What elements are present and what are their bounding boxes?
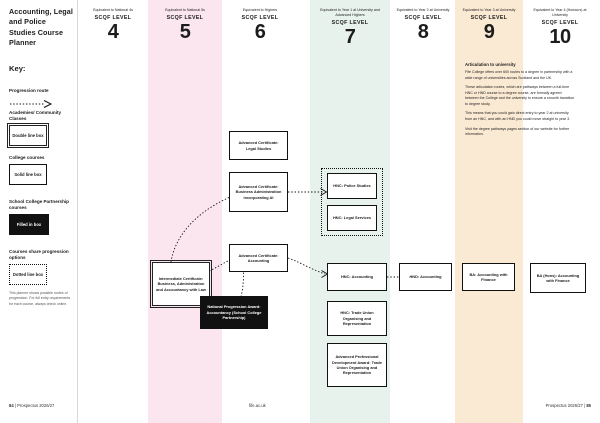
column-level-number: 6 bbox=[254, 21, 266, 44]
course-node-npa-accountancy[interactable]: National Progression Award: Accountancy … bbox=[200, 296, 268, 329]
key-item-label: Courses share progression options bbox=[9, 249, 69, 261]
key-item-label: Academies/ Community Classes bbox=[9, 110, 62, 122]
column-header-scqf-9: Equivalent to Year 3 at University SCQF … bbox=[459, 8, 519, 43]
key-item-college-courses: College courses Solid line box bbox=[9, 155, 73, 186]
progression-arrow-icon bbox=[9, 97, 73, 115]
footer-separator: | bbox=[584, 403, 586, 408]
column-level-label: SCQF LEVEL bbox=[166, 15, 204, 22]
articulation-paragraph-3: This means that you could gain direct en… bbox=[465, 111, 571, 121]
key-item-label: College courses bbox=[9, 155, 45, 160]
column-subtitle: Equivalent to Year 2 at University bbox=[396, 8, 450, 12]
key-swatch-dotted-box: Dotted line box bbox=[9, 264, 47, 286]
course-node-ba-accounting-with-finance[interactable]: BA: Accounting with Finance bbox=[462, 263, 515, 291]
course-node-advanced-certificate-legal-studies[interactable]: Advanced Certificate: Legal Studies bbox=[229, 131, 288, 160]
key-item-shared-progression: Courses share progression options Dotted… bbox=[9, 249, 73, 286]
footer-left-label: Prospectus 2026/27 bbox=[17, 403, 55, 408]
course-node-hnc-legal-services[interactable]: HNC: Legal Services bbox=[327, 205, 377, 231]
key-item-school-college-partnership: School College Partnership courses Fille… bbox=[9, 199, 73, 236]
column-level-number: 10 bbox=[549, 26, 571, 49]
course-node-ba-hons-accounting-with-finance[interactable]: BA (Hons): Accounting with Finance bbox=[530, 263, 586, 293]
column-level-label: SCQF LEVEL bbox=[470, 15, 508, 22]
key-item-label: School College Partnership courses bbox=[9, 199, 69, 211]
column-subtitle: Equivalent to National 4s bbox=[93, 8, 133, 12]
articulation-heading: Articulation to university bbox=[465, 62, 516, 67]
key-swatch-solid-line: Solid line box bbox=[9, 164, 47, 186]
articulation-paragraph-1: Fife College offers over 600 routes to a… bbox=[465, 70, 573, 80]
column-header-scqf-5: Equivalent to National 5s SCQF LEVEL 5 bbox=[152, 8, 218, 43]
course-node-advanced-certificate-business-administration[interactable]: Advanced Certificate: Business Administr… bbox=[229, 172, 288, 212]
column-subtitle: Equivalent to Highers bbox=[242, 8, 278, 12]
footer-right-page-number: 85 bbox=[586, 403, 591, 408]
articulation-callout: Articulation to university Fife College … bbox=[465, 62, 575, 142]
column-level-label: SCQF LEVEL bbox=[404, 15, 442, 22]
footer-right-label: Prospectus 2026/27 bbox=[545, 403, 583, 408]
column-level-number: 8 bbox=[417, 21, 429, 44]
column-level-number: 9 bbox=[483, 21, 495, 44]
column-level-label: SCQF LEVEL bbox=[541, 20, 579, 27]
column-level-number: 5 bbox=[179, 21, 191, 44]
column-subtitle: Equivalent to Year 4 (Honours) at Univer… bbox=[533, 8, 587, 17]
column-header-scqf-8: Equivalent to Year 2 at University SCQF … bbox=[394, 8, 452, 43]
column-header-scqf-6: Equivalent to Highers SCQF LEVEL 6 bbox=[226, 8, 294, 43]
column-subtitle: Equivalent to Year 1 at University and A… bbox=[320, 8, 380, 17]
column-band-scqf-5 bbox=[148, 0, 222, 423]
column-header-scqf-7: Equivalent to Year 1 at University and A… bbox=[314, 8, 386, 48]
footer-left-page-number: 84 bbox=[9, 403, 14, 408]
course-node-hnc-trade-union[interactable]: HNC: Trade Union Organising and Represen… bbox=[327, 301, 387, 336]
course-node-advanced-certificate-accounting[interactable]: Advanced Certificate: Accounting bbox=[229, 244, 288, 272]
key-heading: Key: bbox=[9, 64, 26, 73]
key-item-academies: Academies/ Community Classes Double line… bbox=[6, 110, 73, 149]
column-subtitle: Equivalent to Year 3 at University bbox=[462, 8, 516, 12]
planner-disclaimer: This planner shows possible routes of pr… bbox=[9, 291, 71, 306]
key-swatch-double-line: Double line box bbox=[6, 122, 50, 149]
articulation-paragraph-2: These articulation routes, which are pat… bbox=[465, 85, 575, 106]
page-title: Accounting, Legal and Police Studies Cou… bbox=[9, 7, 73, 48]
key-item-label: Progression route bbox=[9, 88, 49, 93]
column-level-number: 7 bbox=[344, 26, 356, 49]
column-level-label: SCQF LEVEL bbox=[331, 20, 369, 27]
footer-right: Prospectus 2026/27 | 85 bbox=[546, 403, 591, 408]
course-node-hnd-accounting[interactable]: HND: Accounting bbox=[399, 263, 452, 291]
course-node-hnc-police-studies[interactable]: HNC: Police Studies bbox=[327, 173, 377, 199]
course-node-hnc-accounting[interactable]: HNC: Accounting bbox=[327, 263, 387, 291]
column-header-scqf-10: Equivalent to Year 4 (Honours) at Univer… bbox=[527, 8, 593, 48]
shared-progression-group bbox=[321, 168, 383, 236]
key-item-progression-route: Progression route bbox=[9, 88, 73, 115]
footer-website[interactable]: fife.ac.uk bbox=[249, 403, 266, 408]
column-header-scqf-4: Equivalent to National 4s SCQF LEVEL 4 bbox=[82, 8, 144, 43]
column-band-scqf-9 bbox=[455, 0, 523, 423]
column-level-number: 4 bbox=[107, 21, 119, 44]
column-level-label: SCQF LEVEL bbox=[241, 15, 279, 22]
articulation-paragraph-4: Visit the degree pathways pages section … bbox=[465, 126, 570, 137]
footer-left: 84 | Prospectus 2026/27 bbox=[9, 403, 54, 408]
footer-separator: | bbox=[14, 403, 16, 408]
column-level-label: SCQF LEVEL bbox=[94, 15, 132, 22]
key-swatch-filled-box: Filled in box bbox=[9, 214, 49, 236]
key-panel: Accounting, Legal and Police Studies Cou… bbox=[0, 0, 78, 423]
column-subtitle: Equivalent to National 5s bbox=[165, 8, 205, 12]
course-node-apda-trade-union[interactable]: Advanced Professional Development Award:… bbox=[327, 343, 387, 387]
